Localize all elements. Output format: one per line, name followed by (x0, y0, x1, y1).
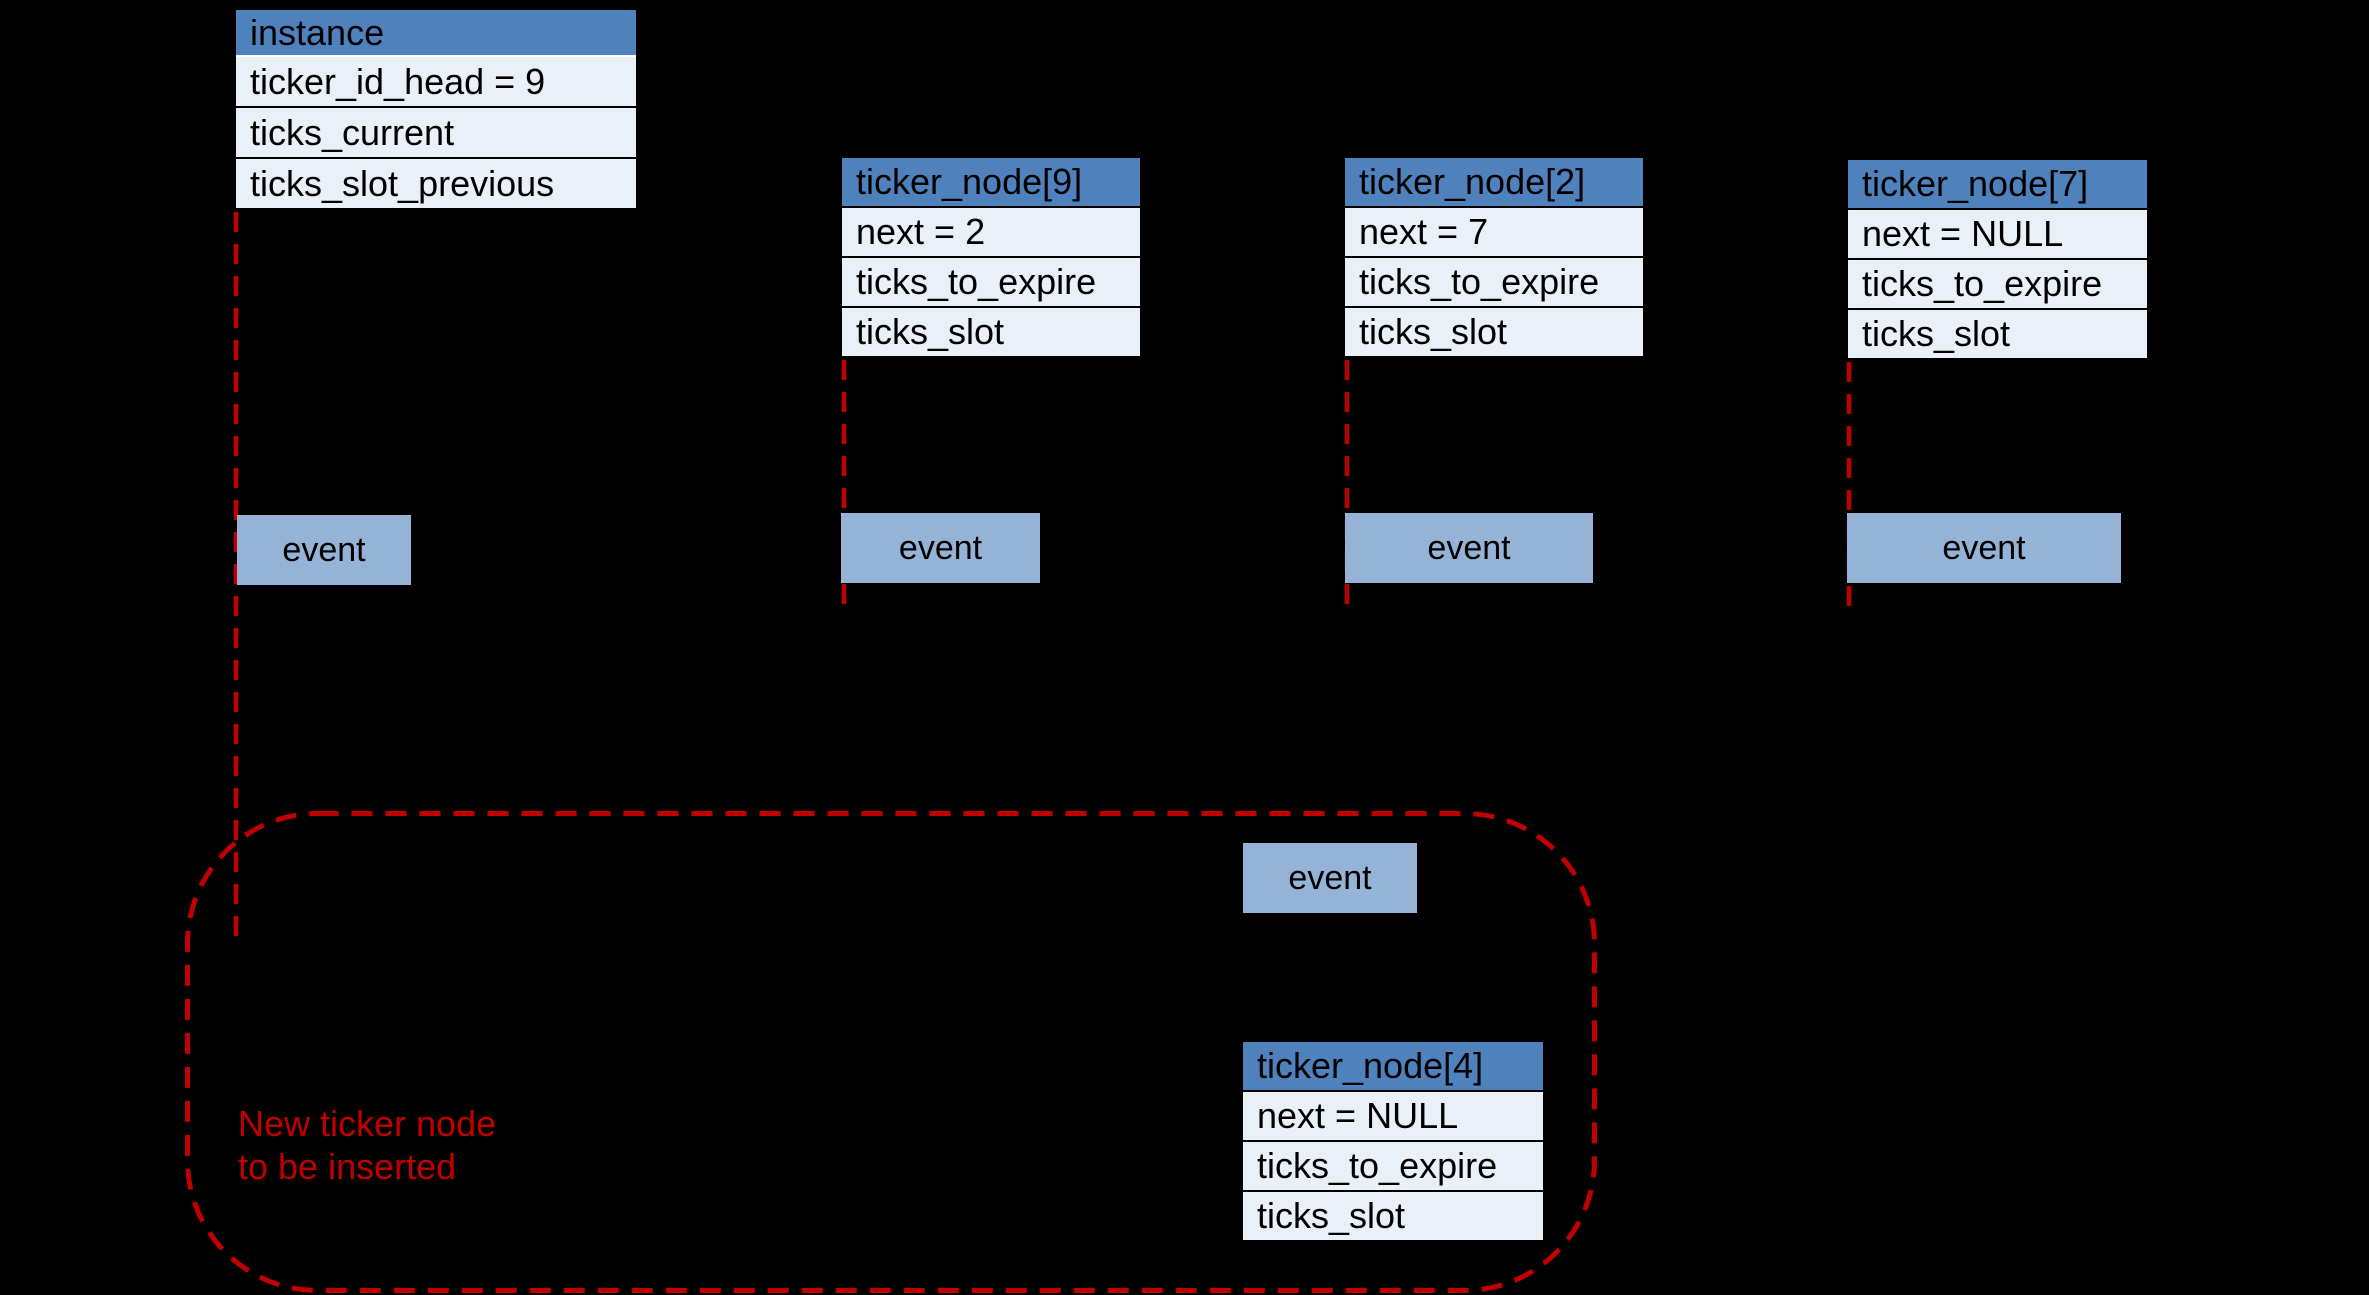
annotation-line-1: New ticker node (238, 1103, 497, 1144)
table-row: next = 7 (1345, 208, 1643, 258)
ticker-node-4-table-header: ticker_node[4] (1243, 1042, 1543, 1092)
ticker-node-9-table-header: ticker_node[9] (842, 158, 1140, 208)
ticker-node-2-table: ticker_node[2] next = 7 ticks_to_expire … (1345, 158, 1643, 358)
event-box-instance: event (237, 515, 411, 585)
instance-table: instance ticker_id_head = 9 ticks_curren… (236, 10, 636, 210)
instance-table-header: instance (236, 10, 636, 57)
table-row: next = 2 (842, 208, 1140, 258)
insertion-region-outline (185, 811, 1597, 1293)
table-row: ticks_slot (1345, 308, 1643, 358)
annotation-line-2: to be inserted (238, 1146, 457, 1187)
event-box-node-2: event (1345, 513, 1593, 583)
event-box-new-node: event (1243, 843, 1417, 913)
table-row: ticks_slot_previous (236, 159, 636, 210)
event-box-node-9: event (841, 513, 1040, 583)
table-row: ticks_to_expire (1243, 1142, 1543, 1192)
table-row: next = NULL (1243, 1092, 1543, 1142)
table-row: ticks_current (236, 108, 636, 159)
table-row: ticks_slot (842, 308, 1140, 358)
table-row: ticks_slot (1848, 310, 2147, 360)
table-row: ticks_slot (1243, 1192, 1543, 1242)
ticker-node-7-table-header: ticker_node[7] (1848, 160, 2147, 210)
annotation-text: New ticker node to be inserted (238, 1102, 496, 1188)
table-row: ticker_id_head = 9 (236, 57, 636, 108)
table-row: ticks_to_expire (1345, 258, 1643, 308)
ticker-node-4-table: ticker_node[4] next = NULL ticks_to_expi… (1243, 1042, 1543, 1242)
event-box-node-7: event (1847, 513, 2121, 583)
ticker-node-2-table-header: ticker_node[2] (1345, 158, 1643, 208)
ticker-node-7-table: ticker_node[7] next = NULL ticks_to_expi… (1848, 160, 2147, 360)
ticker-node-9-table: ticker_node[9] next = 2 ticks_to_expire … (842, 158, 1140, 358)
table-row: ticks_to_expire (842, 258, 1140, 308)
table-row: ticks_to_expire (1848, 260, 2147, 310)
table-row: next = NULL (1848, 210, 2147, 260)
